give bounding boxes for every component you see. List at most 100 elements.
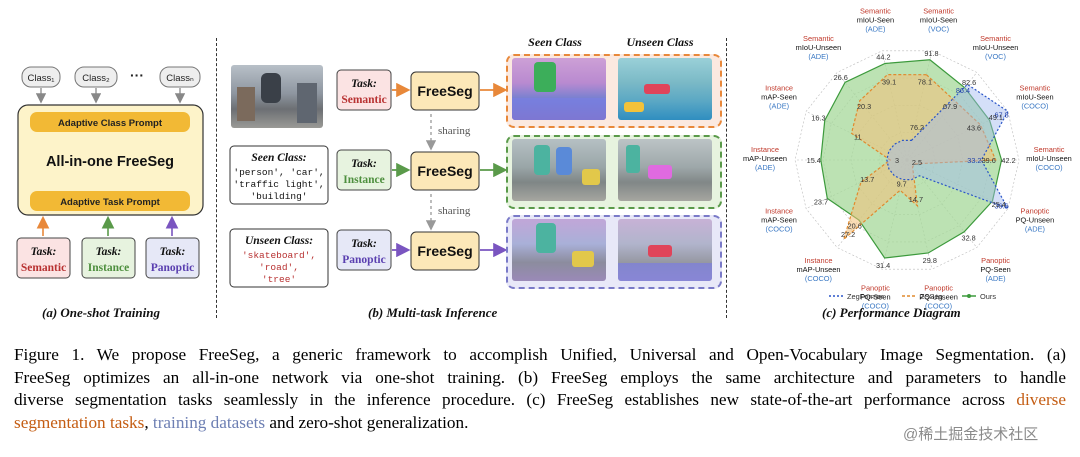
axis-label-13-1: mIoU-Seen [857, 16, 894, 25]
all-in-one-box [17, 104, 204, 216]
freeseg-box-3: FreeSeg [410, 231, 480, 271]
svg-text:Task:: Task: [351, 158, 377, 170]
class-pill-2: Class₂ [74, 66, 118, 88]
axis-label-7-0: Panoptic [861, 283, 890, 292]
svg-text:Task:: Task: [351, 238, 377, 250]
grid-ring-3 [794, 50, 1020, 270]
caption-highlight-diverse: diverse [1016, 390, 1066, 409]
svg-text:Classₙ: Classₙ [166, 73, 194, 84]
value-label: 16.3 [811, 113, 825, 122]
input-photo [231, 65, 323, 128]
legend-label-zsseg: ZSSeg [920, 292, 943, 301]
unseen-class-box: Unseen Class: 'skateboard', 'road', 'tre… [229, 228, 329, 288]
value-label: 29.8 [923, 256, 937, 265]
axis-label-5-0: Panoptic [981, 256, 1010, 265]
task-box-b-instance: Task: Instance [336, 149, 392, 191]
axis-label-1-1: mIoU-Unseen [973, 43, 1019, 52]
axis-label-10-2: (ADE) [755, 163, 775, 172]
axis-label-10-1: mAP-Unseen [743, 154, 787, 163]
value-label-extra: 76.2 [910, 123, 924, 132]
svg-text:'traffic light',: 'traffic light', [233, 179, 324, 190]
axis-label-5-2: (ADE) [985, 274, 1005, 283]
svg-text:Class₁: Class₁ [28, 73, 55, 84]
panoptic-seen-result [512, 219, 606, 281]
legend-marker-ours [967, 294, 971, 298]
axis-label-6-0: Panoptic [924, 283, 953, 292]
freeseg-box-2: FreeSeg [410, 151, 480, 191]
panel-b-diagram: Seen Class: 'person', 'car', 'traffic li… [229, 35, 694, 288]
freeseg-box-1: FreeSeg [410, 71, 480, 111]
svg-text:'person', 'car',: 'person', 'car', [233, 167, 324, 178]
caption-highlight-segmentation-tasks: segmentation tasks [14, 412, 145, 432]
series-zegformer [886, 83, 1010, 210]
value-label: 82.6 [962, 78, 976, 87]
value-label: 20.3 [857, 102, 871, 111]
value-label: 20.6 [848, 222, 862, 231]
task-box-panoptic: Task: Panoptic [145, 237, 200, 279]
axis-label-8-1: mAP-Unseen [796, 265, 840, 274]
axis-label-11-2: (ADE) [769, 101, 789, 110]
value-label: 78.1 [918, 78, 932, 87]
value-label: 25.4 [992, 200, 1006, 209]
panel-b-caption: (b) Multi-task Inference [368, 305, 498, 320]
axis-label-2-1: mIoU-Seen [1016, 92, 1053, 101]
svg-text:Panoptic: Panoptic [342, 254, 385, 266]
svg-text:FreeSeg: FreeSeg [417, 243, 472, 259]
caption-line-1: Figure 1. We propose FreeSeg, a generic … [14, 345, 1066, 364]
svg-text:'tree': 'tree' [262, 274, 296, 285]
svg-text:Task:: Task: [351, 78, 377, 90]
task-box-instance: Task: Instance [81, 237, 136, 279]
instance-unseen-result [618, 139, 712, 201]
axis-label-11-1: mAP-Seen [761, 92, 797, 101]
ellipsis-glyph: ··· [130, 67, 144, 83]
axis-label-6-2: (COCO) [925, 301, 952, 310]
svg-text:Class₂: Class₂ [82, 73, 110, 84]
axis-label-1-0: Semantic [980, 34, 1011, 43]
value-label: 14.7 [909, 195, 923, 204]
axis-label-5-1: PQ-Seen [980, 265, 1010, 274]
svg-text:Task:: Task: [31, 246, 57, 258]
axis-label-12-1: mIoU-Unseen [796, 43, 842, 52]
value-label: 32.8 [962, 233, 976, 242]
divider-b-c [726, 38, 727, 318]
radar-value-labels: 86.467.833.236.678.167.943.639.614.79.72… [807, 49, 1016, 270]
axis-label-4-2: (ADE) [1025, 225, 1045, 234]
value-label-extra: 2.5 [912, 158, 922, 167]
caption-highlight-training-datasets: training datasets [152, 412, 266, 432]
value-label: 36.6 [995, 202, 1009, 211]
seen-class-box: Seen Class: 'person', 'car', 'traffic li… [229, 145, 329, 205]
sharing-label-2: sharing [438, 205, 471, 217]
axis-label-12-2: (ADE) [808, 52, 828, 61]
axis-label-12-0: Semantic [803, 34, 834, 43]
value-label: 39.1 [882, 77, 896, 86]
axis-label-10-0: Instance [751, 145, 779, 154]
value-label: 67.9 [943, 102, 957, 111]
svg-text:FreeSeg: FreeSeg [417, 83, 472, 99]
value-label: 31.4 [876, 261, 890, 270]
value-label: 67.8 [995, 110, 1009, 119]
divider-a-b [216, 38, 217, 318]
svg-text:Semantic: Semantic [21, 262, 66, 274]
class-pill-1: Class₁ [21, 66, 61, 88]
value-label: 11 [854, 132, 862, 141]
value-label: 13.7 [860, 175, 874, 184]
radar-series [820, 59, 1010, 259]
task-box-b-panoptic: Task: Panoptic [336, 229, 392, 271]
value-label: 26.6 [834, 73, 848, 82]
series-zsseg [842, 74, 997, 242]
class-pill-n: Classₙ [159, 66, 201, 88]
adaptive-class-prompt-bar [30, 112, 190, 132]
axis-label-3-2: (COCO) [1035, 163, 1062, 172]
axis-label-13-2: (ADE) [865, 25, 885, 34]
semantic-unseen-result [618, 58, 712, 120]
radar-axis-labels: SemanticmIoU-Seen(VOC)SemanticmIoU-Unsee… [743, 7, 1072, 311]
panel-c-caption: (c) Performance Diagram [822, 305, 961, 320]
caption-line-4: segmentation tasks, training datasets an… [14, 412, 1066, 435]
axis-label-9-1: mAP-Seen [761, 216, 797, 225]
svg-text:Task:: Task: [160, 246, 186, 258]
panel-a-diagram: Class₁ Class₂ ··· Classₙ Adaptive Class … [16, 66, 204, 279]
svg-text:Task:: Task: [96, 246, 122, 258]
caption-line-2: FreeSeg optimizes an all-in-one network … [14, 367, 1066, 387]
caption-line-3-text: diverse segmentation tasks seamlessly in… [14, 390, 1005, 409]
axis-label-13-0: Semantic [860, 7, 891, 16]
